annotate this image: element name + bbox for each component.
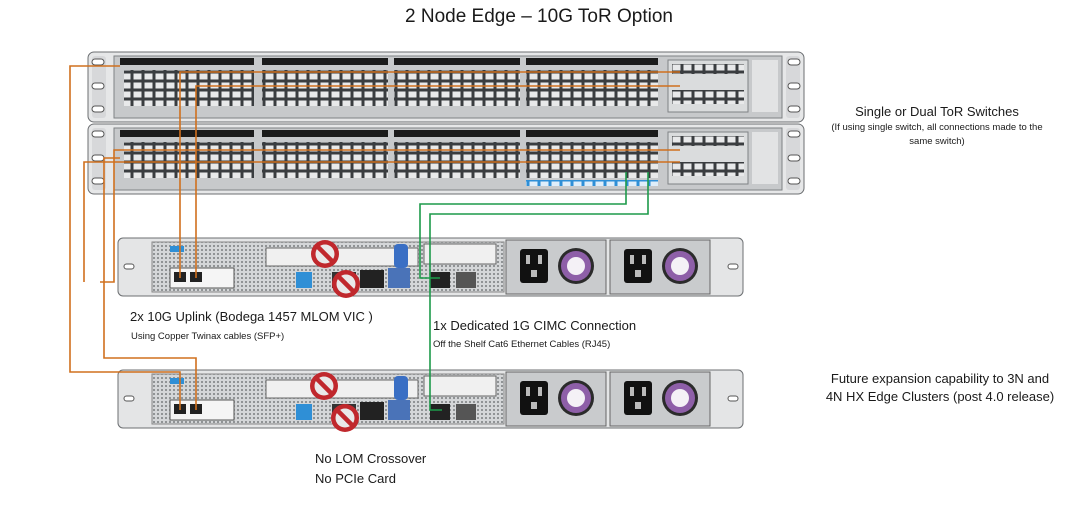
diagram-title: 2 Node Edge – 10G ToR Option xyxy=(405,6,673,27)
cimc-detail: Off the Shelf Cat6 Ethernet Cables (RJ45… xyxy=(433,339,611,350)
hx-edge-server-1 xyxy=(117,237,744,297)
switch-note-detail-1: (If using single switch, all connections… xyxy=(831,122,1043,133)
switch-note-detail-2: same switch) xyxy=(909,136,965,147)
cimc-heading: 1x Dedicated 1G CIMC Connection xyxy=(433,318,637,333)
switch-note: Single or Dual ToR Switches (If using si… xyxy=(812,104,1062,149)
future-expansion-note: Future expansion capability to 3N and 4N… xyxy=(810,370,1070,406)
tor-switch-top xyxy=(87,51,805,123)
no-lom-crossover-label: No LOM Crossover xyxy=(315,451,427,466)
future-line-2: 4N HX Edge Clusters (post 4.0 release) xyxy=(825,389,1055,404)
uplink-heading: 2x 10G Uplink (Bodega 1457 MLOM VIC ) xyxy=(130,309,373,324)
no-pcie-card-label: No PCIe Card xyxy=(315,471,396,486)
future-line-1: Future expansion capability to 3N and xyxy=(830,371,1050,386)
cimc-cables xyxy=(419,172,649,411)
uplink-cables xyxy=(69,65,680,410)
uplink-detail: Using Copper Twinax cables (SFP+) xyxy=(131,331,285,342)
switch-note-heading: Single or Dual ToR Switches xyxy=(855,104,1019,119)
tor-switch-bottom xyxy=(87,123,805,195)
